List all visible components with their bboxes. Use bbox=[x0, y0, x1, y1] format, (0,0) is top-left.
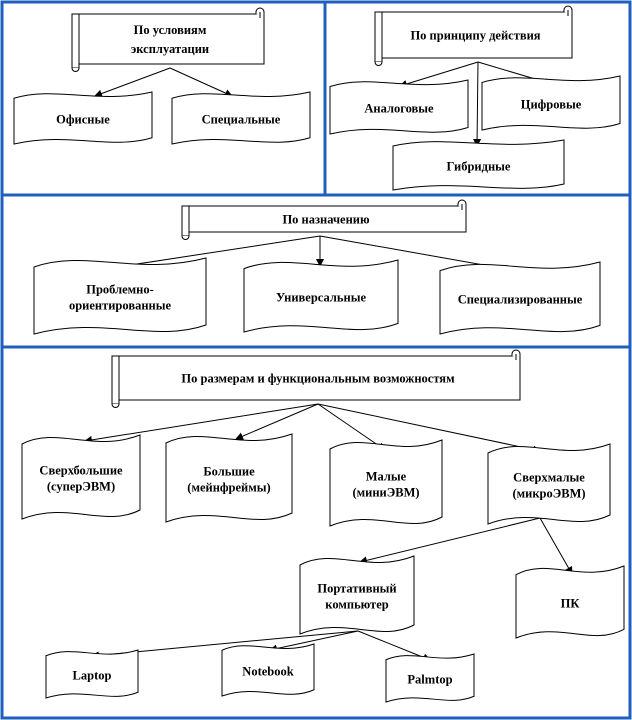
node-super-small: Сверхмалые (микроЭВМ) bbox=[487, 443, 611, 525]
node-specialized: Специализированные bbox=[439, 261, 601, 335]
node-small-label-line-1: Малые bbox=[366, 469, 407, 483]
edge-portable-notebook bbox=[269, 630, 359, 653]
node-large: Большие (мейнфреймы) bbox=[165, 433, 293, 523]
node-super-small-label-line-1: Сверхмалые bbox=[513, 470, 585, 484]
node-office: Офисные bbox=[13, 91, 153, 145]
scroll-purpose-body bbox=[181, 205, 467, 233]
node-pc: ПК bbox=[515, 565, 625, 639]
node-specialized-outline bbox=[439, 261, 601, 335]
node-palmtop-label-line-1: Palmtop bbox=[407, 672, 452, 686]
scroll-operating-principle-roll-left bbox=[374, 11, 383, 63]
scroll-operating-conditions-curl-bottom bbox=[71, 67, 80, 72]
node-hybrid-outline bbox=[392, 139, 565, 191]
scroll-operating-principle-body bbox=[374, 11, 573, 59]
node-problem-oriented-outline bbox=[33, 257, 207, 335]
node-special-outline bbox=[171, 91, 311, 145]
node-super-large: Сверхбольшие (суперЭВМ) bbox=[21, 434, 141, 520]
scroll-operating-principle-curl-bottom bbox=[374, 61, 383, 66]
scroll-purpose-curl-bottom bbox=[181, 235, 190, 240]
node-specialized-label-line-1: Специализированные bbox=[458, 292, 583, 306]
node-small-label-line-2: (миниЭВМ) bbox=[352, 485, 419, 499]
node-laptop-label-line-1: Laptop bbox=[73, 668, 112, 682]
scroll-operating-principle-label-line-1: По принципу действия bbox=[410, 28, 540, 42]
scroll-operating-principle: По принципу действия bbox=[374, 5, 573, 66]
edge-size-supersmall bbox=[317, 403, 541, 454]
node-hybrid: Гибридные bbox=[392, 139, 565, 191]
node-universal-outline bbox=[243, 259, 399, 333]
edge-principle-hybrid bbox=[473, 61, 482, 147]
scroll-operating-conditions-roll-left bbox=[71, 13, 80, 69]
edge-portable-palmtop bbox=[357, 630, 431, 662]
node-office-label-line-1: Офисные bbox=[56, 112, 110, 126]
node-office-outline bbox=[13, 91, 153, 145]
scroll-size-and-function-label-line-1: По размерам и функциональным возможностя… bbox=[181, 371, 455, 385]
scroll-purpose-label-line-1: По назначению bbox=[282, 212, 370, 226]
scroll-purpose: По назначению bbox=[181, 199, 467, 240]
node-small-outline bbox=[329, 439, 443, 527]
scroll-purpose-roll-left bbox=[181, 205, 190, 237]
node-digital: Цифровые bbox=[481, 75, 621, 131]
edge-supersmall-portable bbox=[359, 517, 541, 565]
node-super-small-label-line-2: (микроЭВМ) bbox=[512, 486, 585, 500]
node-portable-outline bbox=[299, 555, 415, 635]
node-problem-oriented-label-line-1: Проблемно- bbox=[86, 282, 154, 296]
node-portable-label-line-1: Портативный bbox=[317, 581, 396, 595]
node-special: Специальные bbox=[171, 91, 311, 145]
scroll-size-and-function-curl-bottom bbox=[111, 403, 120, 408]
scroll-operating-conditions-label-line-2: эксплуатации bbox=[131, 42, 209, 56]
edge-principle-analog bbox=[399, 61, 479, 88]
node-large-label-line-2: (мейнфреймы) bbox=[187, 480, 270, 494]
node-small: Малые (миниЭВМ) bbox=[329, 439, 443, 527]
node-palmtop: Palmtop bbox=[385, 653, 475, 703]
node-problem-oriented-label-line-2: ориентированные bbox=[69, 298, 172, 312]
scroll-operating-conditions-body bbox=[71, 13, 265, 65]
node-large-label-line-1: Большие bbox=[203, 464, 255, 478]
node-super-large-label-line-1: Сверхбольшие bbox=[39, 463, 123, 477]
node-hybrid-label-line-1: Гибридные bbox=[447, 159, 511, 173]
scroll-operating-conditions: По условиям эксплуатации bbox=[71, 7, 265, 72]
node-laptop: Laptop bbox=[45, 649, 139, 699]
edge-supersmall-pc bbox=[539, 517, 573, 575]
node-analog-outline bbox=[329, 79, 469, 135]
node-analog: Аналоговые bbox=[329, 79, 469, 135]
edge-conditions-office bbox=[94, 67, 171, 98]
node-analog-label-line-1: Аналоговые bbox=[364, 101, 434, 115]
edge-conditions-special bbox=[169, 67, 233, 97]
node-digital-outline bbox=[481, 75, 621, 131]
node-notebook-label-line-1: Notebook bbox=[242, 664, 293, 678]
edge-size-large bbox=[235, 403, 319, 440]
scroll-size-and-function: По размерам и функциональным возможностя… bbox=[111, 349, 521, 408]
node-portable: Портативный компьютер bbox=[299, 555, 415, 635]
scroll-size-and-function-roll-left bbox=[111, 355, 120, 405]
scroll-operating-conditions-label-line-1: По условиям bbox=[134, 23, 207, 37]
node-super-large-outline bbox=[21, 434, 141, 520]
node-universal-label-line-1: Универсальные bbox=[276, 290, 366, 304]
node-palmtop-outline bbox=[385, 653, 475, 703]
node-notebook: Notebook bbox=[221, 643, 315, 697]
node-problem-oriented: Проблемно-ориентированные bbox=[33, 257, 207, 335]
node-universal: Универсальные bbox=[243, 259, 399, 333]
node-super-small-outline bbox=[487, 443, 611, 525]
section-frame-size bbox=[0, 345, 632, 720]
node-portable-label-line-2: компьютер bbox=[325, 597, 388, 611]
edge-size-superlarge bbox=[84, 403, 319, 444]
node-super-large-label-line-2: (суперЭВМ) bbox=[47, 479, 115, 493]
node-special-label-line-1: Специальные bbox=[202, 112, 281, 126]
node-pc-label-line-1: ПК bbox=[561, 596, 580, 610]
node-digital-label-line-1: Цифровые bbox=[521, 97, 582, 111]
node-notebook-outline bbox=[221, 643, 315, 697]
node-large-outline bbox=[165, 433, 293, 523]
node-laptop-outline bbox=[45, 649, 139, 699]
scroll-size-and-function-body bbox=[111, 355, 521, 401]
edge-size-small bbox=[317, 403, 386, 451]
node-pc-outline bbox=[515, 565, 625, 639]
